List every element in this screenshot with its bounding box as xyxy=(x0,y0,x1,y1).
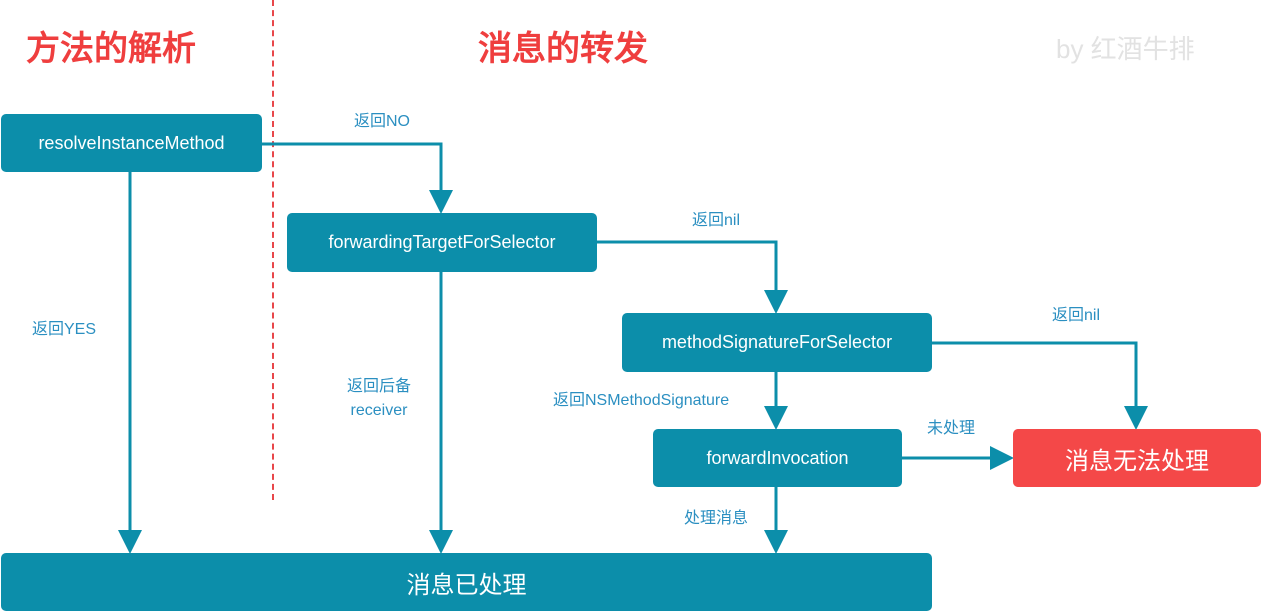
node-resolve-instance-method: resolveInstanceMethod xyxy=(1,114,262,172)
node-forwarding-target-for-selector: forwardingTargetForSelector xyxy=(287,213,597,272)
node-message-handled: 消息已处理 xyxy=(1,553,932,611)
label-return-yes: 返回YES xyxy=(32,321,97,338)
label-return-no: 返回NO xyxy=(354,113,411,130)
section-divider xyxy=(272,0,274,500)
label-return-backup-line1: 返回后备 xyxy=(346,378,411,395)
watermark: by 红酒牛排 xyxy=(1056,34,1195,64)
label-handle-message: 处理消息 xyxy=(684,510,749,527)
arrow-resolve-to-forwarding-target xyxy=(262,142,453,214)
label-return-ns-method-signature: 返回NSMethodSignature xyxy=(553,392,730,409)
label-return-nil-1: 返回nil xyxy=(692,212,741,229)
heading-message-forwarding: 消息的转发 xyxy=(478,30,648,68)
heading-method-resolution: 方法的解析 xyxy=(26,30,196,68)
node-forward-invocation: forwardInvocation xyxy=(653,429,902,487)
label-return-backup-line2: receiver xyxy=(350,402,408,419)
node-cannot-handle: 消息无法处理 xyxy=(1013,429,1261,487)
node-method-signature-for-selector: methodSignatureForSelector xyxy=(622,313,932,372)
arrow-method-signature-to-cannot-handle xyxy=(932,341,1148,430)
arrow-forwarding-target-to-method-signature xyxy=(597,240,788,314)
label-return-backup-receiver: 返回后备 receiver xyxy=(334,375,424,423)
label-not-handled: 未处理 xyxy=(927,420,976,437)
label-return-nil-2: 返回nil xyxy=(1052,307,1101,324)
